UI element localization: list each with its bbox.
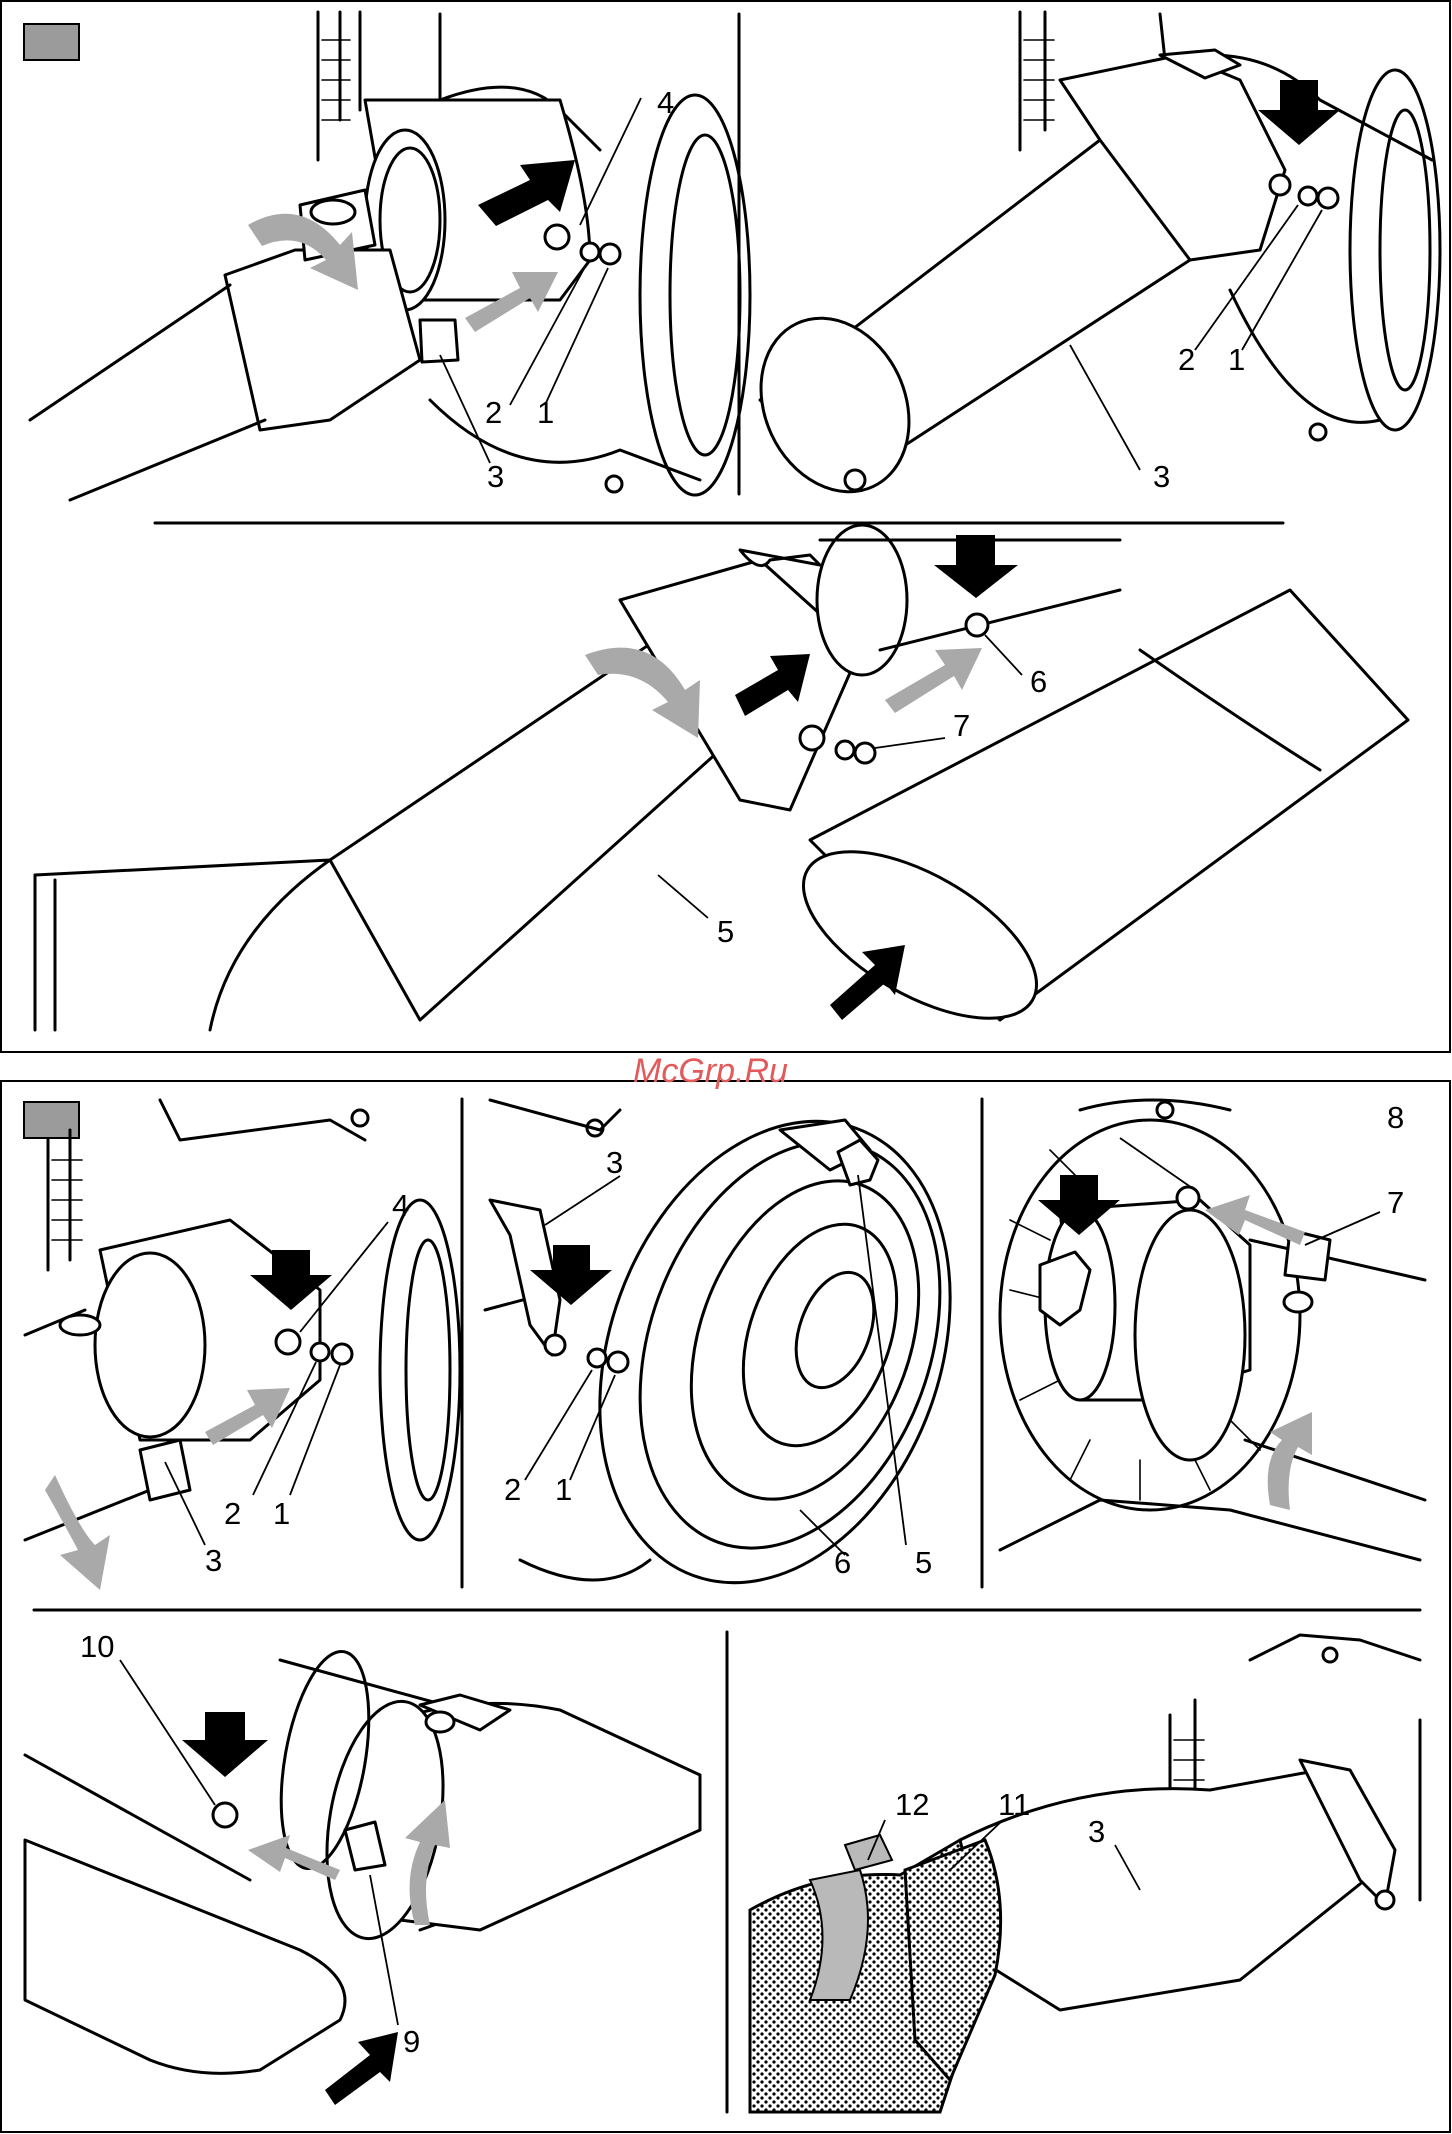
press-arrow-icon	[934, 535, 1018, 598]
callout-10: 10	[80, 1629, 114, 1664]
callout-1: 1	[537, 395, 554, 430]
callout-7: 7	[1387, 1185, 1404, 1220]
callout-1: 1	[555, 1472, 572, 1507]
press-arrow-icon	[182, 1712, 268, 1777]
callout-5: 5	[717, 914, 734, 949]
collection-bag	[750, 1840, 1001, 2112]
callout-3: 3	[487, 459, 504, 494]
callout-4: 4	[392, 1188, 409, 1223]
callout-3: 3	[1153, 459, 1170, 494]
leader-7	[875, 738, 945, 748]
leader-10	[120, 1660, 215, 1805]
callout-3: 3	[205, 1543, 222, 1578]
callout-3: 3	[1088, 1814, 1105, 1849]
callout-8: 8	[1387, 1100, 1404, 1135]
screws	[1270, 175, 1338, 208]
panel-h: 12 11 3	[750, 1635, 1420, 2112]
callout-1: 1	[1228, 342, 1245, 377]
callout-5: 5	[915, 1545, 932, 1580]
insert-nozzle-arrow-icon	[325, 2032, 398, 2105]
leader-4	[580, 98, 641, 225]
outlet-pipe	[1045, 1200, 1425, 1500]
insert-arrow-icon	[885, 648, 982, 713]
leader-7	[1305, 1212, 1380, 1245]
callout-2: 2	[504, 1472, 521, 1507]
press-arrow-icon	[1258, 80, 1340, 145]
insert-nozzle-arrow-icon	[830, 945, 905, 1020]
callout-6: 6	[834, 1545, 851, 1580]
leader-2	[525, 1370, 592, 1480]
panel-e: 3 2 1 6 5	[485, 1072, 1011, 1632]
callout-2: 2	[485, 395, 502, 430]
callout-12: 12	[895, 1787, 929, 1822]
leader-5	[658, 875, 708, 918]
panel-f: 8 7	[1000, 1100, 1425, 1560]
panel-b: 2 1 3	[734, 12, 1440, 516]
attached-pipe	[734, 50, 1285, 516]
callout-2: 2	[224, 1496, 241, 1531]
callout-4: 4	[657, 85, 674, 120]
rotate-up-arrow-icon	[45, 1475, 110, 1590]
leader-6	[985, 635, 1022, 675]
leader-3	[545, 1176, 620, 1225]
callout-1: 1	[273, 1496, 290, 1531]
callout-7: 7	[953, 708, 970, 743]
leader-3	[440, 355, 490, 463]
panel-d: 4 2 1 3	[25, 1100, 460, 1590]
callout-3: 3	[606, 1145, 623, 1180]
leader-8	[1120, 1138, 1195, 1190]
panel-a: 4 2 1 3	[30, 12, 750, 500]
grille	[1000, 1500, 1420, 1560]
panel-g: 10 9	[25, 1629, 700, 2105]
callout-6: 6	[1030, 664, 1047, 699]
callout-11: 11	[998, 1787, 1030, 1822]
panel-c: 6 7 5	[35, 525, 1408, 1052]
callout-9: 9	[403, 2024, 420, 2059]
section-top-badge	[24, 24, 79, 60]
leader-3	[1070, 345, 1140, 470]
callout-2: 2	[1178, 342, 1195, 377]
watermark: McGrp.Ru	[633, 1052, 788, 1090]
